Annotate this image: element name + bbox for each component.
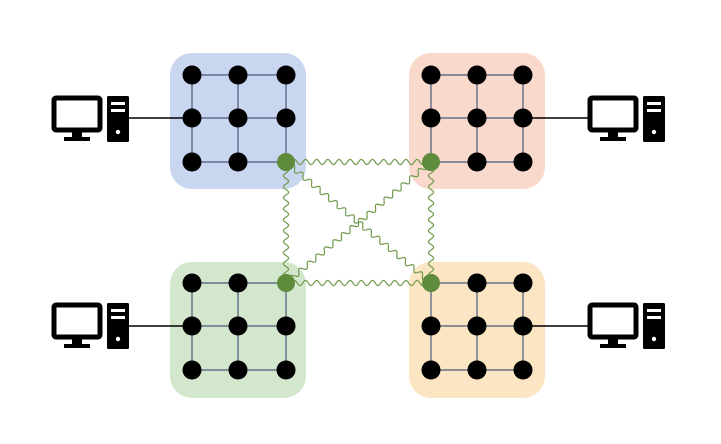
- computer-icon: [587, 302, 665, 349]
- monitor-neck: [72, 132, 82, 138]
- qubit-node: [513, 65, 533, 85]
- qubit-node: [228, 316, 248, 336]
- monitor-base: [64, 137, 90, 141]
- qubit-node: [182, 273, 202, 293]
- power-button: [651, 336, 657, 342]
- tower-bay: [111, 109, 125, 112]
- tower: [107, 303, 129, 349]
- power-button: [115, 129, 121, 135]
- computers-layer: [51, 95, 665, 349]
- tower-bay: [111, 309, 125, 312]
- qubit-node: [182, 65, 202, 85]
- entangling-link-bottom-left-bottom-right: [285, 279, 432, 287]
- modules-layer: [170, 53, 545, 398]
- monitor-base: [64, 344, 90, 348]
- tower-bay: [647, 102, 661, 105]
- qubit-node: [467, 108, 487, 128]
- tower-bay: [647, 109, 661, 112]
- monitor-neck: [608, 132, 618, 138]
- qubit-node: [228, 360, 248, 380]
- tower: [107, 96, 129, 142]
- entangling-link-top-left-bottom-left: [282, 161, 290, 284]
- tower-bay: [111, 316, 125, 319]
- qubit-node: [228, 108, 248, 128]
- entangling-link-top-left-top-right: [285, 158, 432, 166]
- qubit-node: [513, 152, 533, 172]
- tower-bay: [647, 316, 661, 319]
- qubit-node: [276, 65, 296, 85]
- qubit-node: [421, 360, 441, 380]
- tower-bay: [647, 309, 661, 312]
- monitor-base: [600, 137, 626, 141]
- computer-icon: [51, 95, 129, 142]
- qubit-node: [467, 360, 487, 380]
- computer-icon: [587, 95, 665, 142]
- power-button: [115, 336, 121, 342]
- entangling-link-top-right-bottom-right: [427, 161, 435, 284]
- entangling-links-layer: [282, 158, 435, 287]
- qubit-node: [467, 316, 487, 336]
- module-bottom-left: [170, 262, 306, 398]
- qubit-node: [467, 152, 487, 172]
- tower: [643, 303, 665, 349]
- qubit-node: [421, 316, 441, 336]
- monitor-screen: [51, 302, 103, 340]
- monitor-screen: [587, 302, 639, 340]
- power-button: [651, 129, 657, 135]
- module-top-right: [409, 53, 545, 189]
- qubit-node: [276, 360, 296, 380]
- monitor-neck: [72, 339, 82, 345]
- qubit-node: [228, 273, 248, 293]
- qubit-node: [421, 65, 441, 85]
- monitor-base: [600, 344, 626, 348]
- qubit-node: [182, 152, 202, 172]
- port-node-bottom-right: [422, 274, 440, 292]
- monitor-screen: [587, 95, 639, 133]
- qubit-node: [421, 108, 441, 128]
- qubit-node: [276, 108, 296, 128]
- monitor-screen: [51, 95, 103, 133]
- qubit-node: [513, 273, 533, 293]
- qubit-node: [182, 360, 202, 380]
- qubit-node: [467, 65, 487, 85]
- tower-bay: [111, 102, 125, 105]
- monitor-neck: [608, 339, 618, 345]
- port-node-top-left: [277, 153, 295, 171]
- port-nodes-layer: [277, 153, 440, 292]
- computer-icon: [51, 302, 129, 349]
- qubit-node: [467, 273, 487, 293]
- qubit-node: [513, 360, 533, 380]
- qubit-node: [276, 316, 296, 336]
- qubit-node: [228, 152, 248, 172]
- port-node-top-right: [422, 153, 440, 171]
- qubit-node: [228, 65, 248, 85]
- port-node-bottom-left: [277, 274, 295, 292]
- entangling-link-top-right-bottom-left: [285, 160, 432, 285]
- tower: [643, 96, 665, 142]
